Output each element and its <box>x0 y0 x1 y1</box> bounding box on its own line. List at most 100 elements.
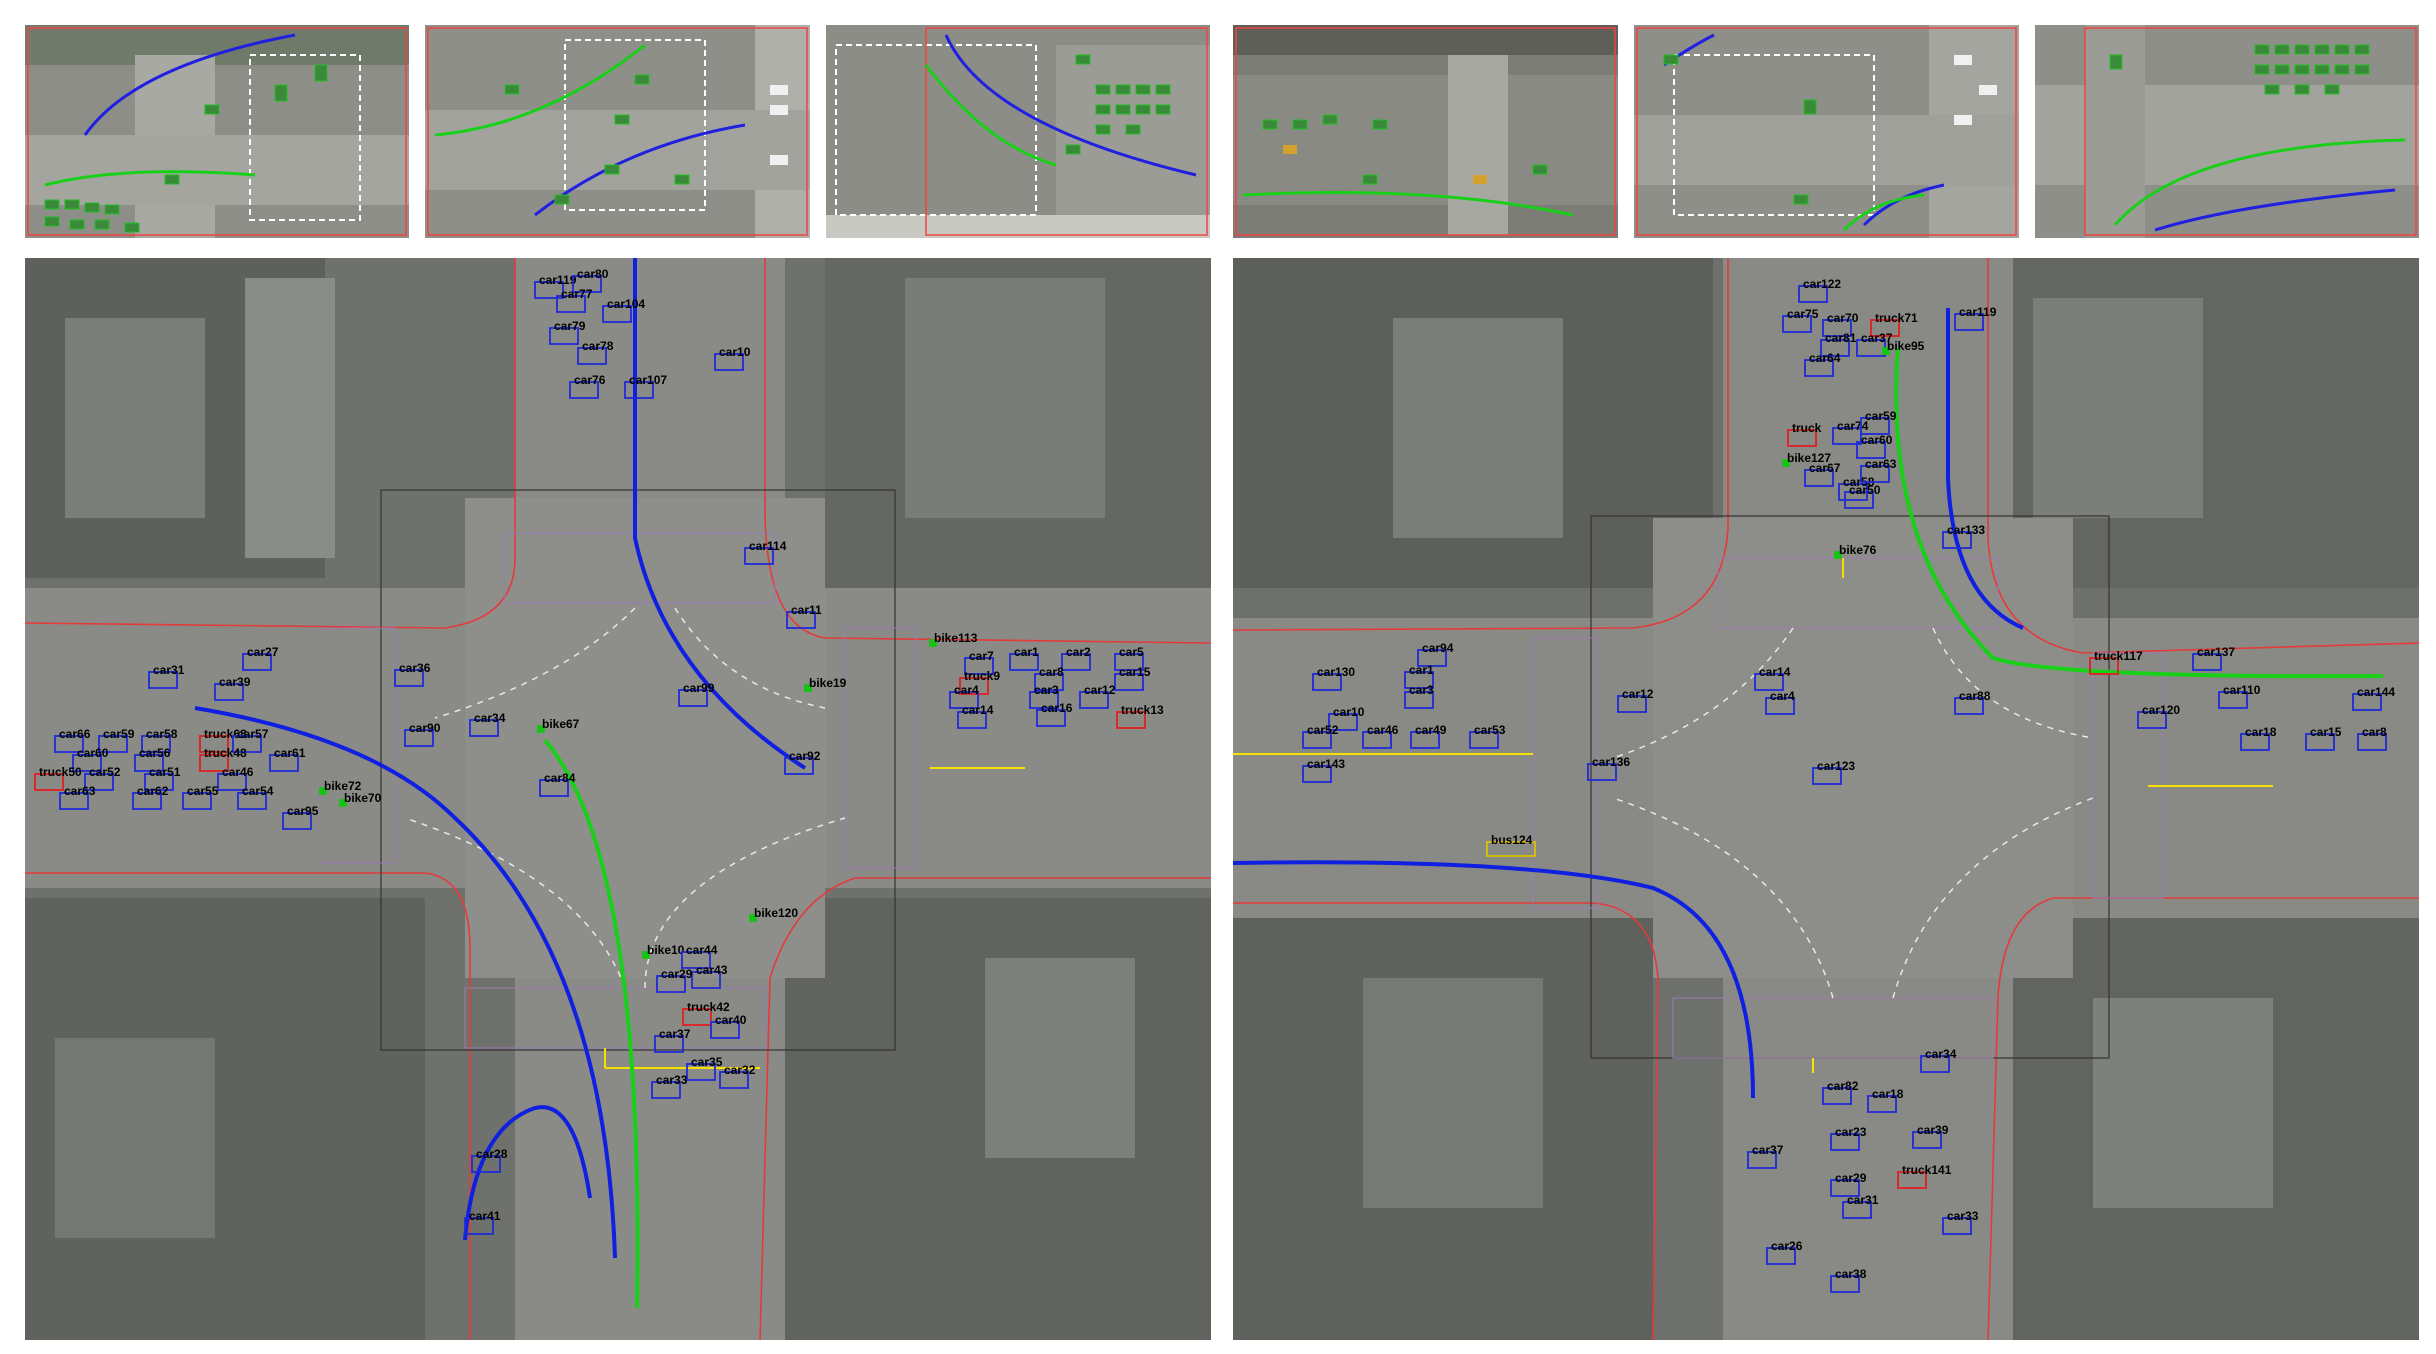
detection-label: car37 <box>1861 331 1893 345</box>
detection-bike10: bike10 <box>642 943 685 959</box>
car-box <box>656 975 686 993</box>
detection-car77: car77 <box>556 287 593 313</box>
car-box <box>539 779 569 797</box>
car-box <box>1036 709 1066 727</box>
detection-car81: car81 <box>1820 331 1857 357</box>
track-blue-1 <box>633 258 807 770</box>
detection-bike95: bike95 <box>1882 339 1925 355</box>
detection-car49: car49 <box>1410 723 1447 749</box>
detection-bike127: bike127 <box>1782 451 1831 467</box>
detection-label: car107 <box>629 373 667 387</box>
detection-label: car10 <box>719 345 751 359</box>
detection-car35: car35 <box>686 1055 723 1081</box>
detection-car52: car52 <box>84 765 121 791</box>
detection-car99: car99 <box>678 681 715 707</box>
detection-car60: car60 <box>72 746 109 772</box>
detection-label: car37 <box>659 1027 691 1041</box>
detection-car7: car7 <box>964 649 994 675</box>
detection-car34: car34 <box>1920 1047 1957 1073</box>
detection-car62: car62 <box>132 784 169 810</box>
detection-car31: car31 <box>1842 1193 1879 1219</box>
detection-car10: car10 <box>714 345 751 371</box>
detection-label: truck42 <box>687 1000 730 1014</box>
detection-label: car12 <box>1084 683 1116 697</box>
detection-label: car10 <box>1333 705 1365 719</box>
car-box <box>1766 1247 1796 1265</box>
detection-car94: car94 <box>1417 641 1454 667</box>
truck-box <box>2089 657 2119 675</box>
car-box <box>1830 1179 1860 1197</box>
detection-car54: car54 <box>237 784 274 810</box>
detection-label: car64 <box>1809 351 1841 365</box>
detection-car36: car36 <box>394 661 431 687</box>
car-box <box>1747 1151 1777 1169</box>
car-box <box>1822 1087 1852 1105</box>
detection-label: car95 <box>287 804 319 818</box>
car-box <box>572 275 602 293</box>
detection-label: car74 <box>1837 419 1869 433</box>
car-box <box>1587 763 1617 781</box>
detection-car44: car44 <box>681 943 718 969</box>
aerial-frame-3 <box>826 25 1210 238</box>
car-box <box>1860 465 1890 483</box>
aerial-frame-1 <box>25 25 409 238</box>
car-box <box>144 773 174 791</box>
detection-label: car144 <box>2357 685 2395 699</box>
car-box <box>686 1063 716 1081</box>
car-box <box>1029 691 1059 709</box>
detection-label: car7 <box>969 649 994 663</box>
car-box <box>54 735 84 753</box>
detection-car29: car29 <box>656 967 693 993</box>
detection-car123: car123 <box>1812 759 1855 785</box>
detection-label: car60 <box>1861 433 1893 447</box>
detection-car79: car79 <box>549 319 586 345</box>
detection-label: car15 <box>1119 665 1151 679</box>
detection-label: car67 <box>1809 461 1841 475</box>
detection-label: car143 <box>1307 757 1345 771</box>
car-box <box>1404 691 1434 709</box>
detection-label: car78 <box>582 339 614 353</box>
detection-truck141: truck141 <box>1897 1163 1952 1189</box>
car-box <box>1804 359 1834 377</box>
car-box <box>2137 711 2167 729</box>
detection-label: car3 <box>1409 683 1434 697</box>
detection-label: car90 <box>409 721 441 735</box>
detection-label: bike95 <box>1887 339 1925 353</box>
detection-label: car16 <box>1041 701 1073 715</box>
detection-label: bike120 <box>754 906 798 920</box>
detection-car29: car29 <box>1830 1171 1867 1197</box>
detection-label: car28 <box>476 1147 508 1161</box>
car-box <box>269 754 299 772</box>
car-box <box>964 657 994 675</box>
detection-label: car5 <box>1119 645 1144 659</box>
detection-label: car31 <box>1847 1193 1879 1207</box>
bike-box <box>1782 459 1790 467</box>
detection-car70: car70 <box>1822 311 1859 337</box>
car-box <box>1061 653 1091 671</box>
car-box <box>2218 691 2248 709</box>
detection-label: car15 <box>2310 725 2342 739</box>
detection-label: truck9 <box>964 669 1000 683</box>
detection-label: car31 <box>153 663 185 677</box>
detection-label: car33 <box>1947 1209 1979 1223</box>
detection-car41: car41 <box>464 1209 501 1235</box>
bike-box <box>929 639 937 647</box>
detection-label: car37 <box>1752 1143 1784 1157</box>
aerial-frame-6 <box>2035 25 2419 238</box>
car-box <box>1844 491 1874 509</box>
detection-label: car133 <box>1947 523 1985 537</box>
detection-label: car53 <box>1474 723 1506 737</box>
detection-label: car38 <box>1835 1267 1867 1281</box>
detection-car43: car43 <box>691 963 728 989</box>
detection-car55: car55 <box>182 784 219 810</box>
car-box <box>1954 313 1984 331</box>
car-box <box>469 719 499 737</box>
car-box <box>2305 733 2335 751</box>
detection-car12: car12 <box>1079 683 1116 709</box>
car-box <box>2352 693 2382 711</box>
detection-label: car1 <box>1409 663 1434 677</box>
car-box <box>404 729 434 747</box>
car-box <box>1404 671 1434 689</box>
car-box <box>2192 653 2222 671</box>
